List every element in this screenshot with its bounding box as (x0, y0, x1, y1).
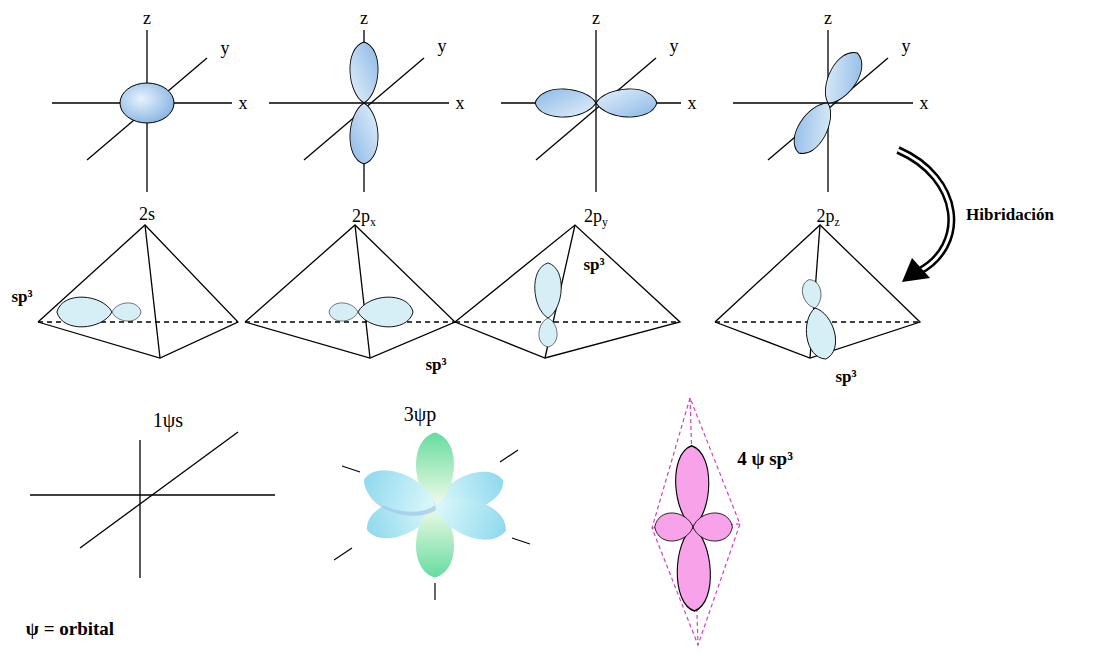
orbital-count: 3ψp (404, 404, 437, 424)
axis-label: x (920, 94, 929, 112)
hybrid-label: sp³ (835, 368, 856, 385)
axis-label: y (438, 37, 447, 55)
orbital-count: 1ψs (153, 410, 183, 430)
s-axes (30, 432, 275, 578)
axis-label: y (670, 37, 679, 55)
orbital-label: 2px (352, 207, 376, 225)
hybridization-arrow (898, 150, 951, 282)
orbital-label: 2py (584, 207, 608, 225)
axis-label: y (902, 37, 911, 55)
axis-label: z (824, 9, 832, 27)
p-orbitals (350, 42, 870, 164)
process-label: Hibridación (966, 206, 1054, 223)
tetrahedra (38, 225, 920, 358)
hybrid-label: sp³ (11, 288, 32, 305)
p-orbital-set (358, 433, 512, 578)
sp3-orbital-set (655, 446, 733, 612)
sp3-hybrid-orbitals (57, 263, 840, 362)
s-orbital (120, 83, 174, 123)
hybrid-label: sp³ (425, 356, 446, 373)
orbital-label: 2s (139, 205, 155, 223)
hybrid-label: sp³ (583, 256, 604, 273)
orbital-count: 4 ψ sp³ (737, 449, 793, 468)
orbital-label: 2pz (816, 207, 839, 225)
axes-row1 (52, 30, 913, 192)
axis-label: x (688, 94, 697, 112)
legend-note: ψ = orbital (26, 619, 114, 638)
axis-label: y (221, 39, 230, 57)
axis-label: x (239, 94, 248, 112)
axis-label: z (143, 9, 151, 27)
axis-label: z (592, 9, 600, 27)
tetrahedral-outline (652, 398, 740, 645)
axis-label: z (360, 9, 368, 27)
axis-label: x (456, 94, 465, 112)
